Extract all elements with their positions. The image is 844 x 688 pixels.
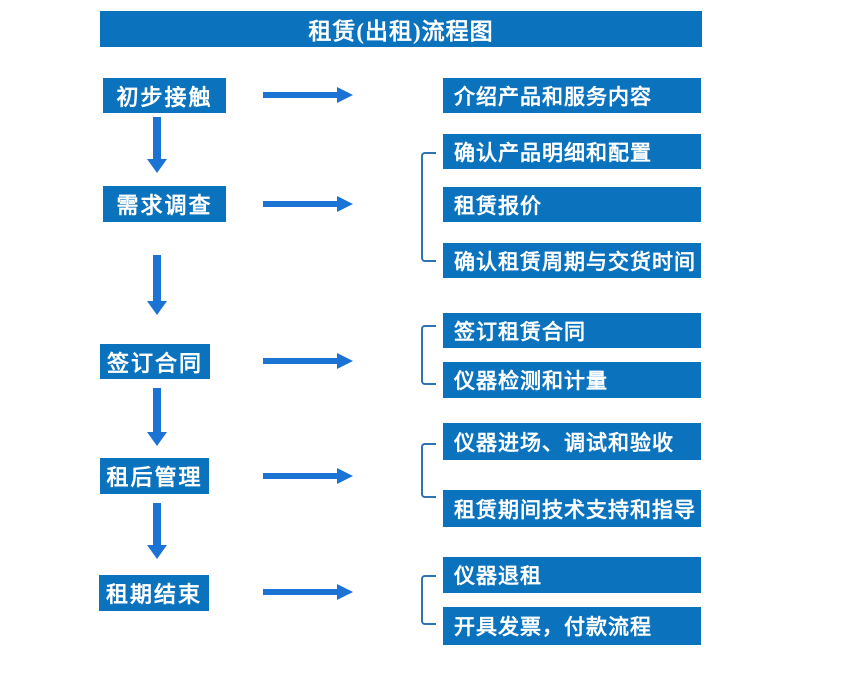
right-arrow-icon [263,584,353,600]
diagram-title: 租赁(出租)流程图 [100,11,702,47]
output-box: 租赁期间技术支持和指导 [443,490,701,527]
down-arrow-icon [146,503,168,559]
step-box-sign-contract: 签订合同 [100,344,210,379]
right-arrow-icon [263,196,353,212]
arrow-head [147,301,167,315]
output-box: 确认产品明细和配置 [443,134,701,169]
arrow-stem [263,92,339,98]
output-box: 租赁报价 [443,187,701,222]
output-box: 确认租赁周期与交货时间 [443,243,701,278]
right-arrow-icon [263,468,353,484]
arrow-head [337,353,353,369]
arrow-stem [263,358,339,364]
output-box: 仪器退租 [443,557,701,593]
down-arrow-icon [146,255,168,315]
output-box: 仪器进场、调试和验收 [443,423,701,460]
arrow-stem [263,201,339,207]
step-box-demand-survey: 需求调查 [103,186,226,222]
left-bracket-icon [421,152,436,262]
output-box: 介绍产品和服务内容 [443,78,701,113]
left-bracket-icon [421,575,436,625]
arrow-stem [263,473,339,479]
arrow-stem [153,388,161,433]
right-arrow-icon [263,87,353,103]
arrow-stem [263,589,339,595]
step-box-lease-end: 租期结束 [99,575,209,611]
step-box-post-rental-management: 租后管理 [100,458,209,494]
down-arrow-icon [146,117,168,173]
left-bracket-icon [421,443,436,498]
step-box-initial-contact: 初步接触 [103,78,226,113]
arrow-head [147,159,167,173]
right-arrow-icon [263,353,353,369]
arrow-stem [153,117,161,160]
arrow-head [147,545,167,559]
arrow-head [147,432,167,446]
arrow-stem [153,503,161,546]
left-bracket-icon [421,325,436,385]
arrow-head [337,87,353,103]
arrow-head [337,584,353,600]
output-box: 签订租赁合同 [443,313,701,348]
output-box: 开具发票，付款流程 [443,607,701,645]
down-arrow-icon [146,388,168,446]
output-box: 仪器检测和计量 [443,362,701,398]
arrow-stem [153,255,161,302]
arrow-head [337,468,353,484]
arrow-head [337,196,353,212]
